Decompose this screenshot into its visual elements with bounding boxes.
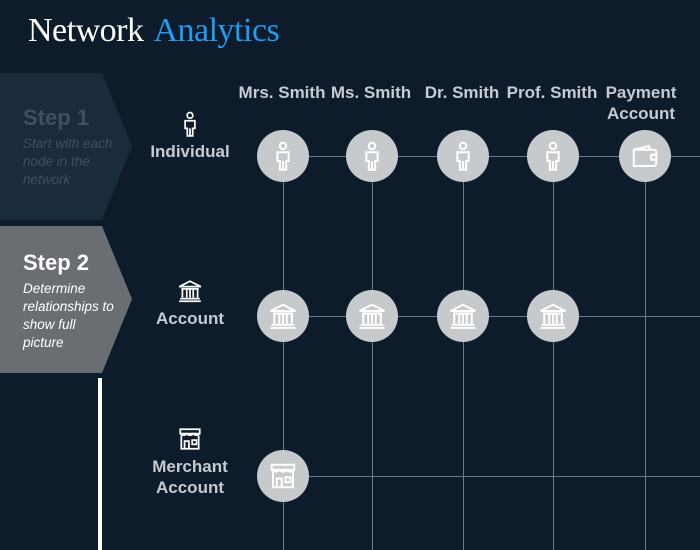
connection-line-col-4 <box>553 156 554 550</box>
row-label-merchant-account: Merchant Account <box>140 426 240 498</box>
row-label-individual: Individual <box>140 111 240 162</box>
connection-line-col-1 <box>283 156 284 550</box>
node-account-prof-smith[interactable] <box>527 290 579 342</box>
connection-line-row-3 <box>283 476 700 477</box>
row-label-account-text: Account <box>156 309 224 328</box>
person-icon <box>276 141 290 171</box>
column-header-dr-smith: Dr. Smith <box>424 83 500 102</box>
title-word-analytics: Analytics <box>153 12 280 49</box>
step-2-panel[interactable]: Step 2 Determine relationships to show f… <box>0 226 132 373</box>
node-individual-dr-smith[interactable] <box>437 130 489 182</box>
bank-icon <box>359 303 385 329</box>
step-1-description: Start with each node in the network <box>23 136 113 187</box>
node-account-ms-smith[interactable] <box>346 290 398 342</box>
bank-icon <box>450 303 476 329</box>
column-header-ms-smith: Ms. Smith <box>330 83 412 102</box>
person-icon <box>546 141 560 171</box>
connection-line-row-2 <box>283 316 700 317</box>
column-header-prof-smith: Prof. Smith <box>506 83 598 102</box>
row-label-account: Account <box>140 278 240 329</box>
person-icon <box>365 141 379 171</box>
row-label-merchant-account-text: Merchant Account <box>152 457 228 497</box>
person-icon <box>456 141 470 171</box>
row-label-individual-text: Individual <box>150 142 230 161</box>
person-icon <box>184 111 196 137</box>
bank-icon <box>540 303 566 329</box>
node-merchant-account[interactable] <box>257 450 309 502</box>
connection-line-col-3 <box>463 156 464 550</box>
connection-line-col-5 <box>645 156 646 550</box>
step-2-description: Determine relationships to show full pic… <box>23 281 114 350</box>
store-icon <box>179 428 201 450</box>
title-word-network: Network <box>28 12 144 49</box>
bank-icon <box>270 303 296 329</box>
node-individual-prof-smith[interactable] <box>527 130 579 182</box>
step-1-heading: Step 1 <box>23 105 90 130</box>
store-icon <box>270 463 296 489</box>
node-individual-ms-smith[interactable] <box>346 130 398 182</box>
column-header-payment-account: Payment Account <box>605 83 677 123</box>
step-1-panel[interactable]: Step 1 Start with each node in the netwo… <box>0 73 132 220</box>
column-header-mrs-smith: Mrs. Smith <box>238 83 326 102</box>
connection-line-row-1 <box>283 156 700 157</box>
node-individual-mrs-smith[interactable] <box>257 130 309 182</box>
step-progress-bar <box>98 378 102 550</box>
wallet-icon <box>632 144 658 167</box>
node-payment-account[interactable] <box>619 130 671 182</box>
node-account-mrs-smith[interactable] <box>257 290 309 342</box>
bank-icon <box>178 280 202 303</box>
connection-line-col-2 <box>372 156 373 550</box>
step-2-heading: Step 2 <box>23 250 90 275</box>
node-account-dr-smith[interactable] <box>437 290 489 342</box>
